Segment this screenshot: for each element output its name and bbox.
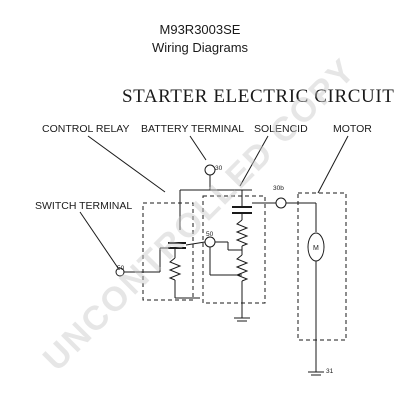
leader-switch-terminal [79, 211, 119, 269]
label-control-relay: CONTROL RELAY [42, 123, 130, 135]
leader-control-relay [87, 135, 166, 193]
solenoid-coil-pull [235, 219, 249, 247]
terminal-50a-label: 50 [117, 265, 125, 272]
control-relay-box [142, 202, 194, 301]
leader-motor [317, 135, 349, 194]
label-battery-terminal: BATTERY TERMINAL [141, 123, 245, 135]
leader-solenoid [239, 135, 269, 187]
motor-m-label: M [313, 245, 319, 252]
page-subtitle: Wiring Diagrams [151, 40, 249, 55]
solenoid-box [202, 195, 266, 304]
part-number-title: M93R3003SE [159, 22, 241, 37]
terminal-30-label: 30 [215, 165, 223, 172]
label-switch-terminal: SWITCH TERMINAL [35, 200, 133, 212]
wire-relay-to-50 [185, 241, 206, 246]
terminal-50-circle [204, 236, 216, 248]
terminal-50-label: 50 [206, 231, 214, 238]
terminal-30b-circle [275, 197, 287, 209]
terminal-31-label: 31 [326, 368, 334, 375]
solenoid-coil-hold [235, 254, 249, 282]
label-solenoid: SOLENCID [254, 123, 308, 135]
circuit-title: STARTER ELECTRIC CIRCUIT [122, 86, 395, 107]
motor-box [297, 192, 347, 341]
leader-battery-terminal [189, 135, 207, 161]
terminal-30-circle [204, 164, 216, 176]
terminal-30b-label: 30b [273, 185, 284, 192]
label-motor: MOTOR [333, 123, 372, 135]
relay-coil [168, 257, 182, 281]
